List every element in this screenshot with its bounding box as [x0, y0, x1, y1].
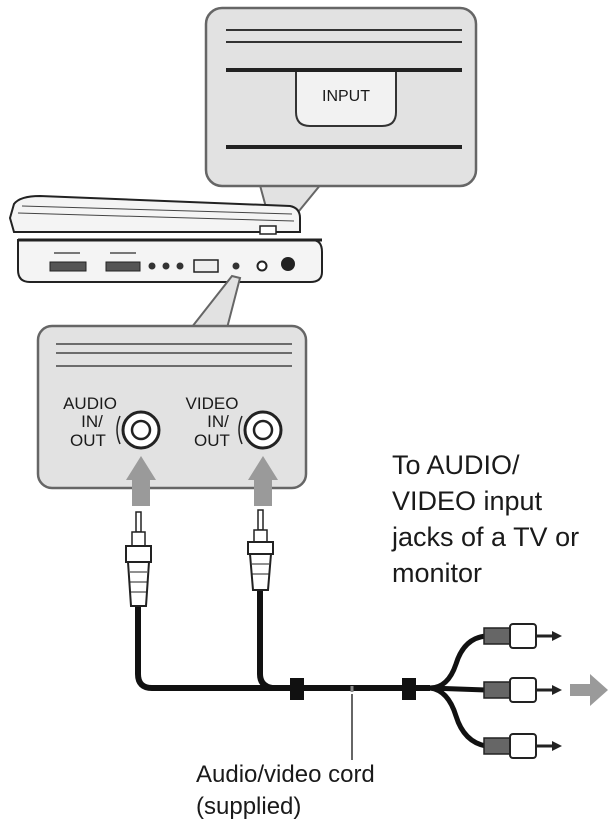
rca-plug-bottom	[483, 733, 562, 759]
ferrite-core-right	[402, 678, 416, 700]
video-jack: VIDEO IN/ OUT	[186, 394, 283, 450]
video-jack-label-line3: OUT	[194, 431, 230, 450]
audio-jack: AUDIO IN/ OUT	[63, 394, 161, 450]
cord-label: Audio/video cord (supplied)	[196, 761, 375, 820]
input-button: INPUT	[295, 72, 397, 127]
input-button-label: INPUT	[322, 88, 370, 105]
destination-note-line3: jacks of a TV or	[391, 522, 579, 552]
video-jack-label-line1: VIDEO	[186, 394, 239, 413]
video-mini-plug	[247, 509, 274, 591]
rca-plug-top	[483, 623, 562, 649]
input-callout: INPUT	[204, 6, 478, 223]
destination-note-line2: VIDEO input	[392, 486, 543, 516]
video-jack-label-line2: IN/	[207, 412, 229, 431]
dvd-player	[8, 194, 323, 283]
jack-panel-callout: AUDIO IN/ OUT VIDEO IN/ OUT	[36, 274, 308, 490]
audio-insert-arrow	[126, 456, 156, 506]
audio-jack-label-line2: IN/	[81, 412, 103, 431]
input-switch	[259, 225, 277, 235]
audio-jack-label-line1: AUDIO	[63, 394, 117, 413]
av-cord	[125, 509, 562, 759]
cord-label-line2: (supplied)	[196, 793, 301, 820]
audio-jack-label-line3: OUT	[70, 431, 106, 450]
cord-label-line1: Audio/video cord	[196, 761, 375, 788]
destination-note-line1: To AUDIO/	[392, 450, 520, 480]
rca-plug-middle	[483, 677, 562, 703]
to-tv-arrow	[570, 674, 608, 706]
audio-mini-plug	[125, 511, 152, 607]
ferrite-core-left	[290, 678, 304, 700]
destination-note: To AUDIO/ VIDEO input jacks of a TV or m…	[391, 450, 579, 588]
video-insert-arrow	[248, 456, 278, 506]
destination-note-line4: monitor	[392, 558, 482, 588]
